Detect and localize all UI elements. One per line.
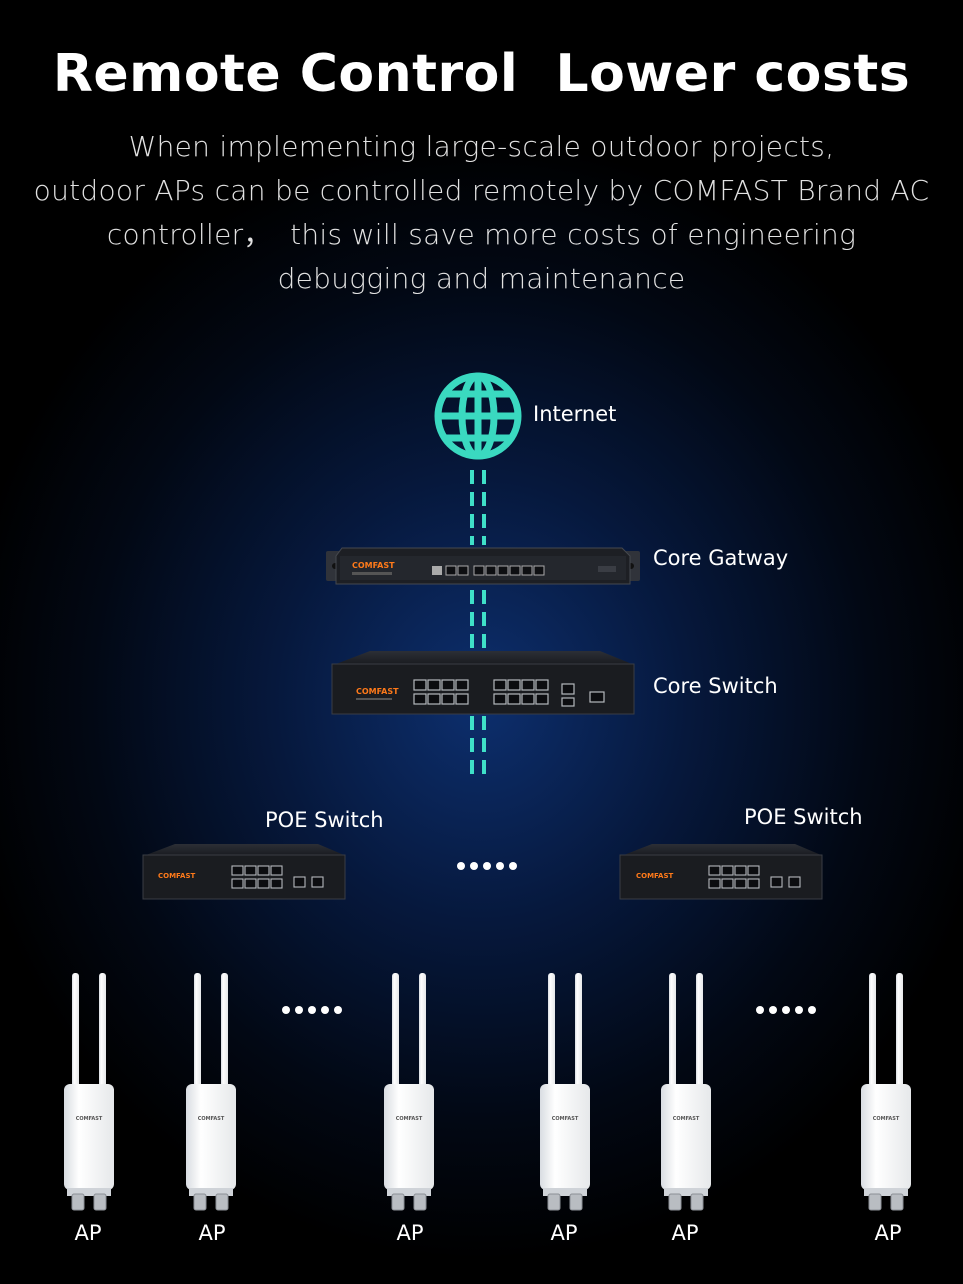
trunk-links xyxy=(470,470,486,778)
page-title: Remote Control Lower costs xyxy=(52,44,911,104)
ellipsis-ap-left xyxy=(282,1006,342,1014)
antenna xyxy=(392,973,399,1088)
ap-base xyxy=(387,1188,431,1196)
ap-connector xyxy=(391,1193,405,1211)
poe-switch-right-device: COMFAST xyxy=(619,844,823,900)
ap-body xyxy=(661,1084,711,1190)
description-line-1: When implementing large-scale outdoor pr… xyxy=(128,130,835,163)
antenna xyxy=(575,973,582,1088)
distribution-links xyxy=(239,777,727,845)
ap-connector xyxy=(93,1193,107,1211)
ap-base xyxy=(543,1188,587,1196)
access-point-device: COMFAST xyxy=(64,973,114,1211)
label-ap-4: AP xyxy=(550,1221,578,1245)
ap-base xyxy=(189,1188,233,1196)
label-ap-1: AP xyxy=(74,1221,102,1245)
ap-brand-label: COMFAST xyxy=(198,1116,225,1122)
ap-connector xyxy=(71,1193,85,1211)
ap-connector xyxy=(547,1193,561,1211)
description-line-2: outdoor APs can be controlled remotely b… xyxy=(33,174,930,207)
antenna xyxy=(99,973,106,1088)
label-core-gateway: Core Gatway xyxy=(653,546,789,570)
antenna xyxy=(221,973,228,1088)
label-ap-3: AP xyxy=(396,1221,424,1245)
ap-brand-label: COMFAST xyxy=(673,1116,700,1122)
poe-right-brand-label: COMFAST xyxy=(636,872,673,880)
label-poe-switch-right: POE Switch xyxy=(744,805,863,829)
access-point-device: COMFAST xyxy=(861,973,911,1211)
label-ap-5: AP xyxy=(671,1221,699,1245)
access-point-device: COMFAST xyxy=(384,973,434,1211)
label-ap-2: AP xyxy=(198,1221,226,1245)
poe-left-ports xyxy=(231,865,324,889)
poe-left-brand-label: COMFAST xyxy=(158,872,195,880)
core-gateway-device: COMFAST xyxy=(326,547,640,585)
antenna xyxy=(869,973,876,1088)
ap-brand-label: COMFAST xyxy=(873,1116,900,1122)
ap-connector xyxy=(215,1193,229,1211)
access-links xyxy=(86,902,888,958)
description-line-3: controller， this will save more costs of… xyxy=(106,218,857,251)
label-core-switch: Core Switch xyxy=(653,674,778,698)
antenna xyxy=(696,973,703,1088)
ap-connector xyxy=(569,1193,583,1211)
ap-brand-label: COMFAST xyxy=(76,1116,103,1122)
ap-body xyxy=(384,1084,434,1190)
description: When implementing large-scale outdoor pr… xyxy=(0,125,963,301)
poe-switch-left-device: COMFAST xyxy=(142,844,346,900)
access-point-device: COMFAST xyxy=(186,973,236,1211)
ap-base xyxy=(664,1188,708,1196)
ap-body xyxy=(861,1084,911,1190)
ap-body xyxy=(186,1084,236,1190)
core-switch-device: COMFAST xyxy=(331,651,635,715)
core-switch-brand-label: COMFAST xyxy=(356,687,399,696)
globe-icon xyxy=(434,372,522,460)
antenna xyxy=(896,973,903,1088)
label-ap-6: AP xyxy=(874,1221,902,1245)
ap-connector xyxy=(690,1193,704,1211)
ap-body xyxy=(540,1084,590,1190)
poe-right-ports xyxy=(708,865,801,889)
antenna xyxy=(548,973,555,1088)
ap-connector xyxy=(193,1193,207,1211)
ellipsis-ap-right xyxy=(756,1006,816,1014)
ap-brand-label: COMFAST xyxy=(552,1116,579,1122)
description-line-4: debugging and maintenance xyxy=(277,262,686,295)
ap-brand-label: COMFAST xyxy=(396,1116,423,1122)
access-points: COMFAST COMFAST COMFAST COMFAST COMFAST COMFA… xyxy=(64,973,911,1211)
gateway-brand-label: COMFAST xyxy=(352,561,395,570)
antenna xyxy=(419,973,426,1088)
ellipsis-poe xyxy=(457,862,517,870)
antenna xyxy=(194,973,201,1088)
ap-connector xyxy=(668,1193,682,1211)
gateway-ports xyxy=(445,565,545,576)
ap-base xyxy=(864,1188,908,1196)
label-poe-switch-left: POE Switch xyxy=(265,808,384,832)
antenna xyxy=(669,973,676,1088)
ap-base xyxy=(67,1188,111,1196)
access-point-device: COMFAST xyxy=(661,973,711,1211)
ap-connector xyxy=(413,1193,427,1211)
ap-connector xyxy=(868,1193,882,1211)
label-internet: Internet xyxy=(533,402,617,426)
ap-body xyxy=(64,1084,114,1190)
access-point-device: COMFAST xyxy=(540,973,590,1211)
ap-connector xyxy=(890,1193,904,1211)
core-switch-ports xyxy=(413,679,605,707)
antenna xyxy=(72,973,79,1088)
